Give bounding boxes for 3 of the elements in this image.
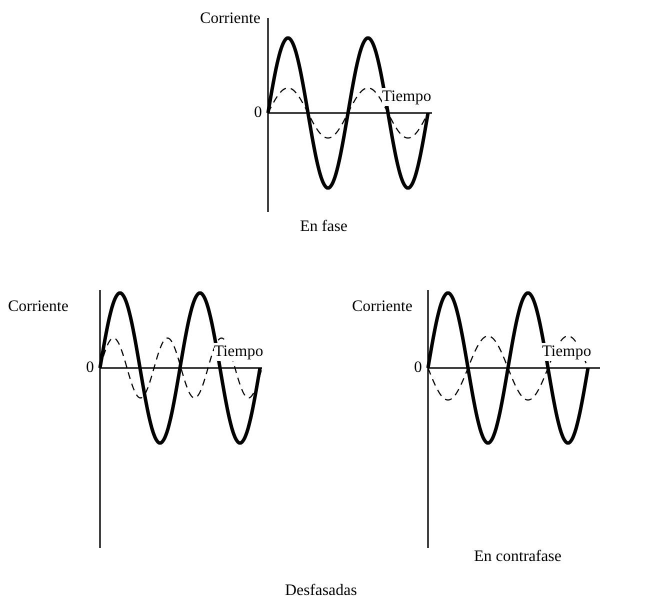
axis-label: Tiempo xyxy=(214,343,264,361)
axis-label: Tiempo xyxy=(542,343,592,361)
axis-label: Tiempo xyxy=(382,88,432,106)
